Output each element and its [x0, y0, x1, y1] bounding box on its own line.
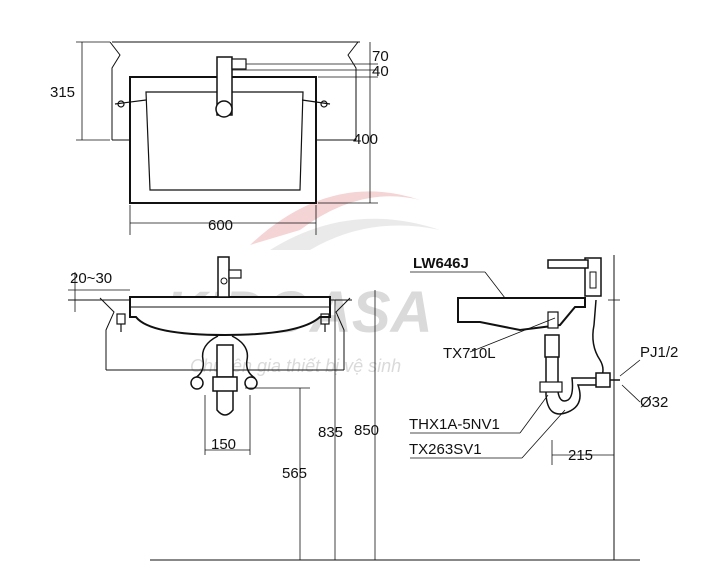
- label-diameter-32: Ø32: [640, 394, 668, 411]
- side-view: [410, 255, 641, 560]
- label-model-lw646j: LW646J: [413, 255, 469, 272]
- label-tx263sv1: TX263SV1: [409, 441, 482, 458]
- front-hose-left: [194, 335, 219, 379]
- top-basin-bowl: [145, 91, 304, 191]
- front-angle-valve-left: [190, 376, 204, 390]
- dim-315: 315: [50, 84, 75, 101]
- dim-565: 565: [282, 465, 307, 482]
- dim-150: 150: [211, 436, 236, 453]
- front-wall-left-break: [99, 297, 115, 370]
- watermark-slogan: Chuyên gia thiết bị vệ sinh: [190, 356, 401, 376]
- dim-40: 40: [372, 63, 389, 80]
- top-wall-brackets: [114, 99, 331, 108]
- side-drain-head: [547, 311, 559, 329]
- top-basin-outer: [129, 76, 317, 204]
- dim-600: 600: [208, 217, 233, 234]
- front-drain-pipe: [216, 344, 234, 378]
- dim-20-30: 20~30: [70, 270, 112, 287]
- top-view: [76, 41, 378, 235]
- top-wall-right-break: [347, 41, 359, 140]
- front-angle-valve-right: [244, 376, 258, 390]
- dim-400: 400: [353, 131, 378, 148]
- side-faucet-handle: [589, 271, 597, 289]
- front-faucet-handle: [228, 269, 242, 279]
- side-trap-inner: [557, 357, 600, 402]
- side-trap-outer: [545, 357, 600, 415]
- side-trap-nut: [539, 381, 563, 393]
- side-angle-valve: [595, 372, 611, 388]
- front-trap-nut: [212, 376, 238, 392]
- label-pj1-2: PJ1/2: [640, 344, 678, 361]
- top-faucet-handle: [231, 58, 247, 70]
- dim-70: 70: [372, 48, 389, 65]
- watermark-swoosh-red: [250, 191, 420, 245]
- front-view: [68, 256, 640, 561]
- dim-215: 215: [568, 447, 593, 464]
- front-hose-right: [231, 335, 256, 379]
- front-trap-bend: [216, 391, 234, 416]
- side-faucet-body: [584, 257, 602, 297]
- dim-835: 835: [318, 424, 343, 441]
- top-faucet-spout: [215, 100, 233, 118]
- dim-850: 850: [354, 422, 379, 439]
- label-tx710l: TX710L: [443, 345, 496, 362]
- front-faucet-body: [217, 256, 230, 298]
- label-thx1a-5nv1: THX1A-5NV1: [409, 416, 500, 433]
- front-brackets: [116, 313, 330, 332]
- front-faucet-spout: [220, 277, 228, 285]
- watermark-swoosh-gray: [270, 218, 440, 250]
- side-drain-body: [544, 334, 560, 358]
- side-basin-body: [457, 297, 586, 332]
- front-wall-right-break: [335, 297, 351, 370]
- watermark: KIDOASA Chuyên gia thiết bị vệ sinh: [165, 191, 440, 376]
- side-supply-hose: [592, 299, 604, 381]
- side-faucet-spout: [547, 259, 589, 269]
- top-wall-left-break: [109, 41, 121, 140]
